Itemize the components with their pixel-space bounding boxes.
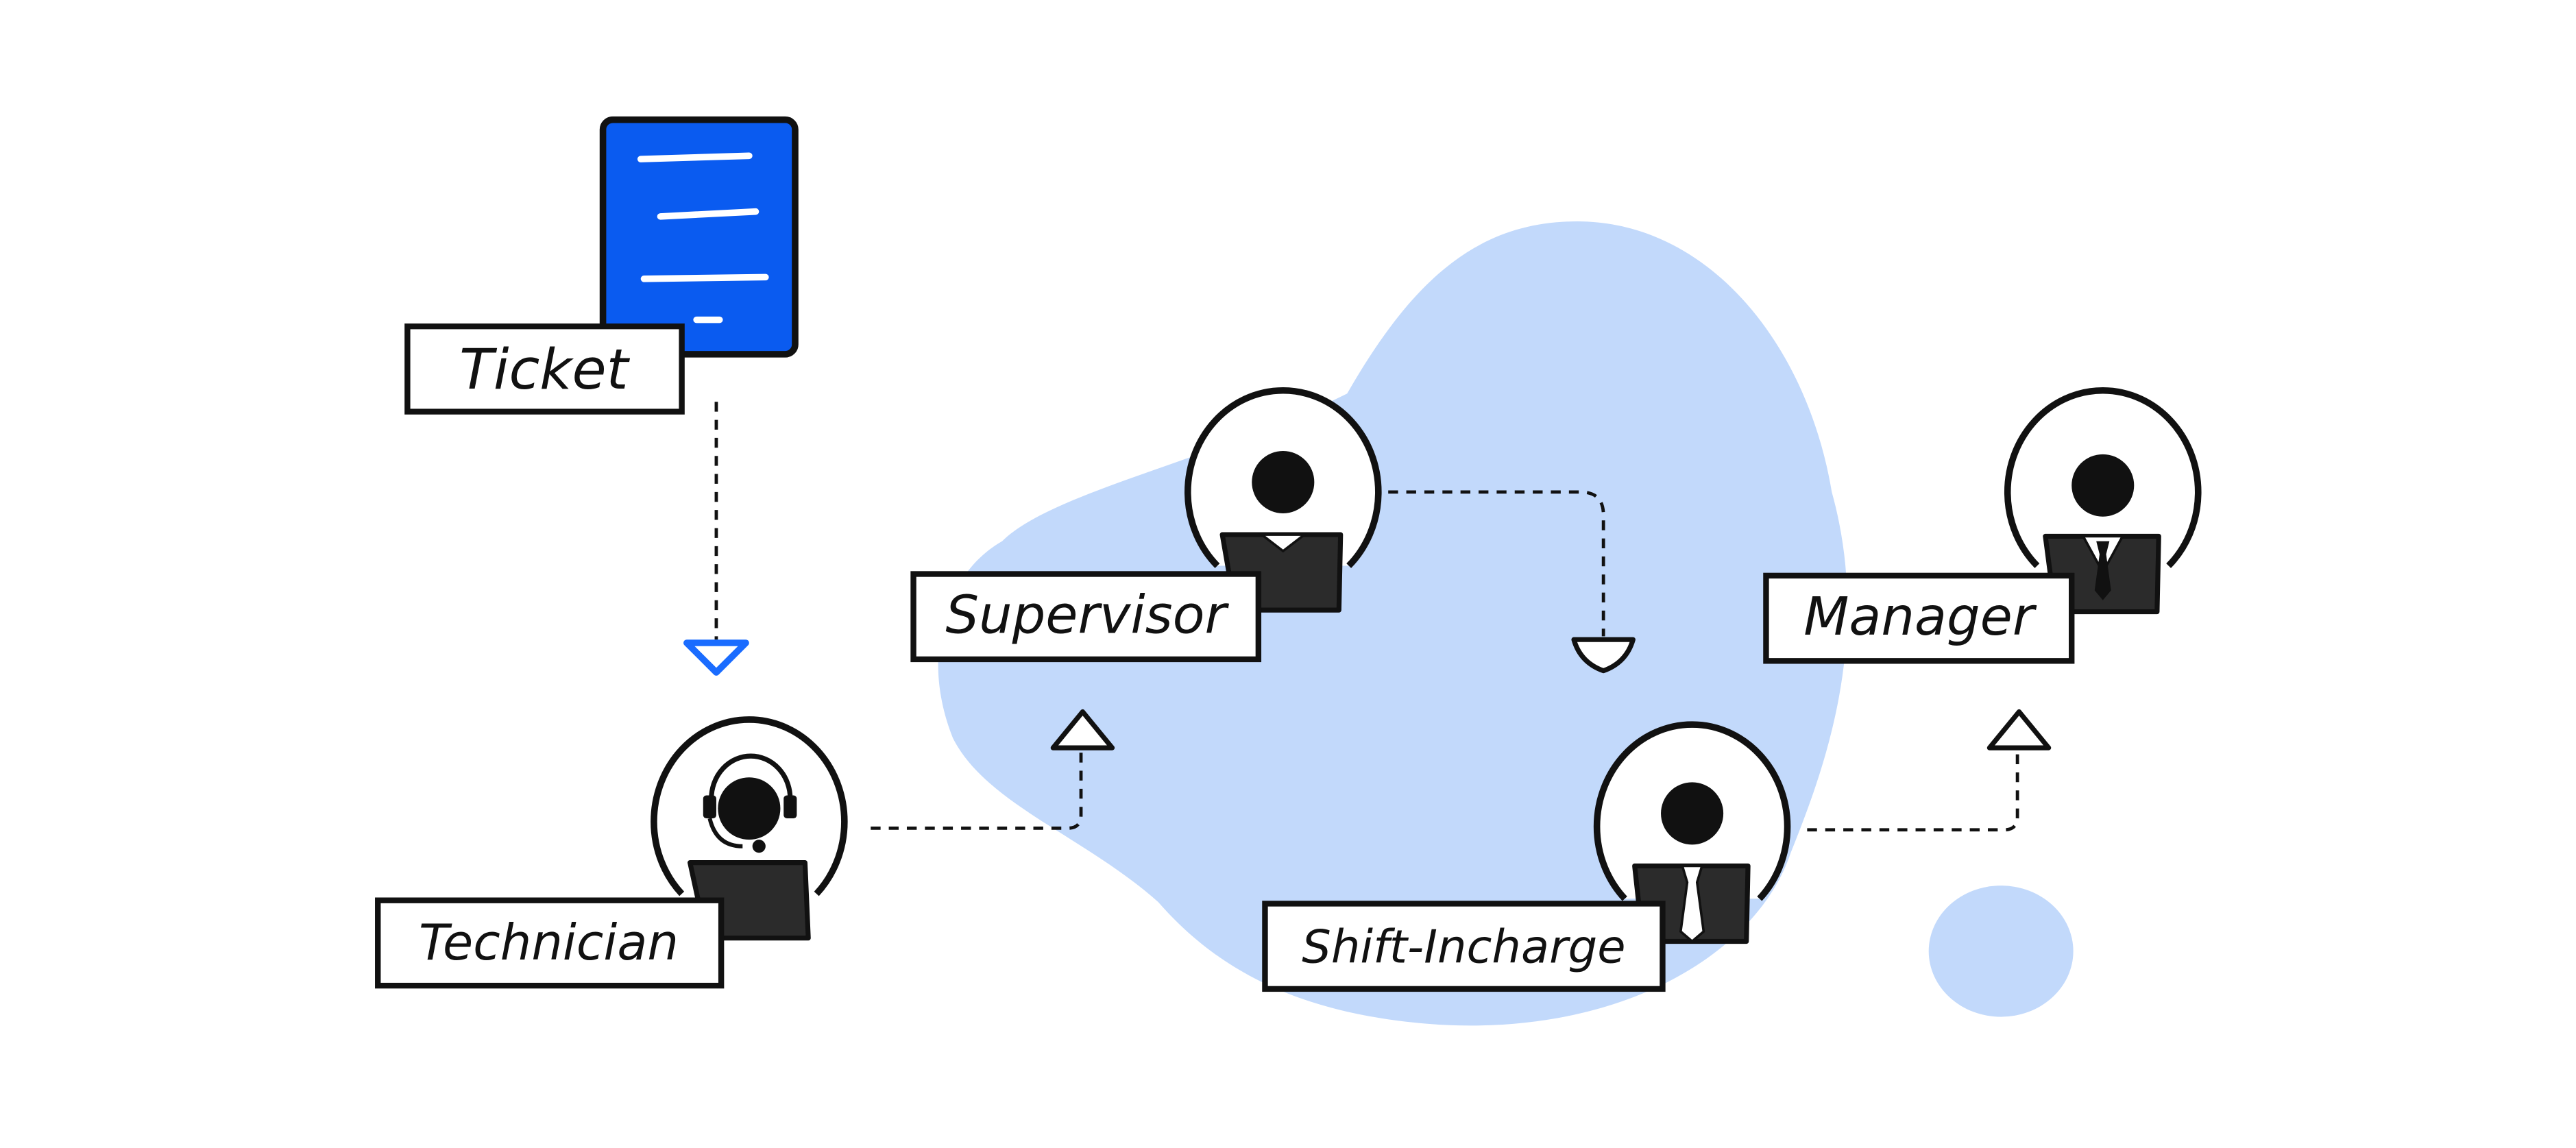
arrowhead-up-icon	[1050, 709, 1115, 750]
node-label-box	[1262, 901, 1666, 992]
document-icon	[599, 116, 799, 358]
node-label: Ticket	[459, 337, 631, 402]
shift-incharge-node: Shift-Incharge	[1262, 722, 1791, 992]
node-label-box	[375, 897, 725, 989]
arrowhead-up-icon	[1986, 709, 2052, 750]
arrowhead-down-icon	[1571, 637, 1636, 674]
manager-node: Manager	[1763, 387, 2202, 664]
supervisor-node: Supervisor	[910, 387, 1382, 663]
edge-technician-supervisor	[871, 709, 1115, 830]
node-label: Manager	[1803, 587, 2037, 648]
technician-node: Technician	[375, 717, 848, 989]
ticket-node: Ticket	[404, 116, 799, 415]
small-background-blob	[1928, 886, 2074, 1017]
node-label-box	[404, 323, 685, 415]
edge-ticket-technician	[683, 402, 749, 676]
node-label-box	[1763, 572, 2075, 664]
node-label-box	[910, 571, 1262, 663]
edge-supervisor-shift-incharge	[1388, 490, 1636, 674]
arrowhead-down-icon	[683, 639, 749, 676]
node-label: Supervisor	[945, 585, 1229, 646]
node-label: Shift-Incharge	[1302, 920, 1625, 974]
node-label: Technician	[419, 914, 679, 971]
edge-shift-incharge-manager	[1807, 709, 2052, 832]
